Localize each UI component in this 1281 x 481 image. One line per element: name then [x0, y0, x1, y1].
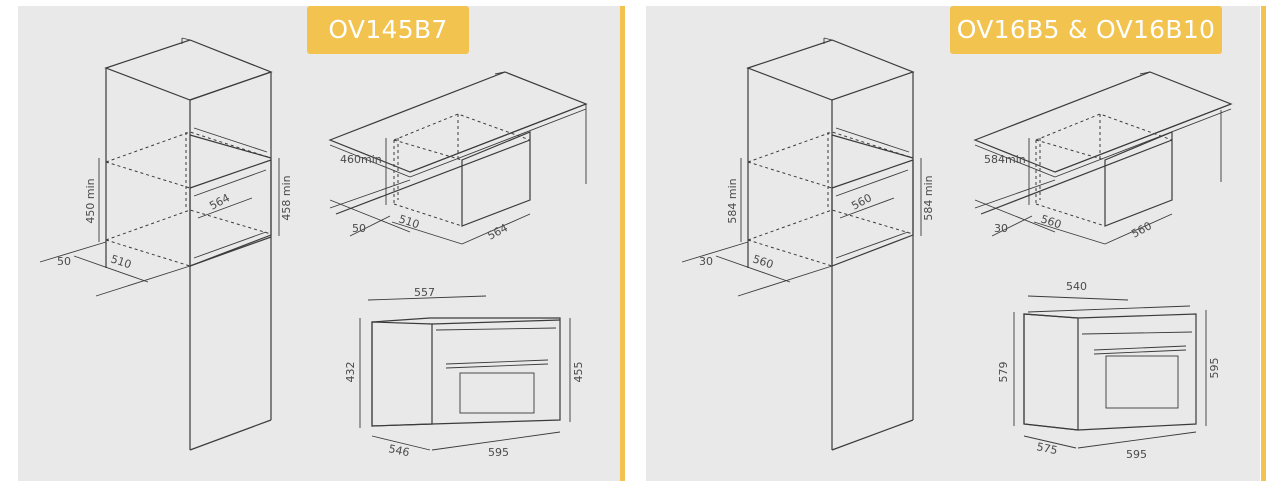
dim-oven-height-2: 584 min [922, 175, 935, 220]
tall-cabinet-right: 584 min 584 min 30 560 560 [681, 37, 935, 451]
dim-depth: 510 [109, 252, 133, 271]
dim-niche-height: 450 min [84, 178, 97, 223]
dim-depth-front-2: 30 [699, 255, 713, 268]
dim-oven-width-top: 557 [414, 286, 435, 299]
dim-countertop-height: 460min [340, 153, 382, 166]
dim-inner: 564 [207, 191, 232, 212]
dim-oven-depth-2: 575 [1035, 440, 1058, 457]
tall-cabinet-left: 450 min 458 min 50 510 564 [39, 37, 293, 451]
dim-niche-height-2: 584 min [726, 178, 739, 223]
dim-countertop-depth: 510 [397, 212, 421, 231]
countertop-left: 460min 50 510 564 [328, 71, 588, 245]
dim-oven-height-left: 432 [344, 362, 357, 383]
dim-oven-width-2: 595 [1126, 448, 1147, 461]
divider-left [620, 6, 625, 481]
dim-countertop-depth-2: 560 [1039, 212, 1063, 231]
model-badge-ov16b5: OV16B5 & OV16B10 [950, 6, 1222, 54]
dim-oven-width-top-2: 540 [1066, 280, 1087, 293]
oven-right: 540 579 595 575 595 [997, 280, 1221, 461]
model-badge-ov145b7: OV145B7 [307, 6, 469, 54]
dim-oven-depth: 546 [387, 442, 410, 459]
dim-countertop-front: 50 [352, 222, 366, 235]
dim-countertop-width-2: 560 [1129, 219, 1154, 240]
dim-depth-front: 50 [57, 255, 71, 268]
dim-oven-height-right-2: 595 [1208, 358, 1221, 379]
dim-oven-width: 595 [488, 446, 509, 459]
dim-oven-height-right: 455 [572, 362, 585, 383]
divider-right [1261, 6, 1266, 481]
countertop-right: 584min 30 560 560 [973, 71, 1233, 245]
dim-inner-2: 560 [849, 191, 874, 212]
dim-oven-height-left-2: 579 [997, 362, 1010, 383]
oven-left: 557 432 455 546 595 [344, 286, 585, 459]
dim-countertop-front-2: 30 [994, 222, 1008, 235]
dim-countertop-height-2: 584min [984, 153, 1026, 166]
dim-depth-2: 560 [751, 252, 775, 271]
dim-oven-height: 458 min [280, 175, 293, 220]
